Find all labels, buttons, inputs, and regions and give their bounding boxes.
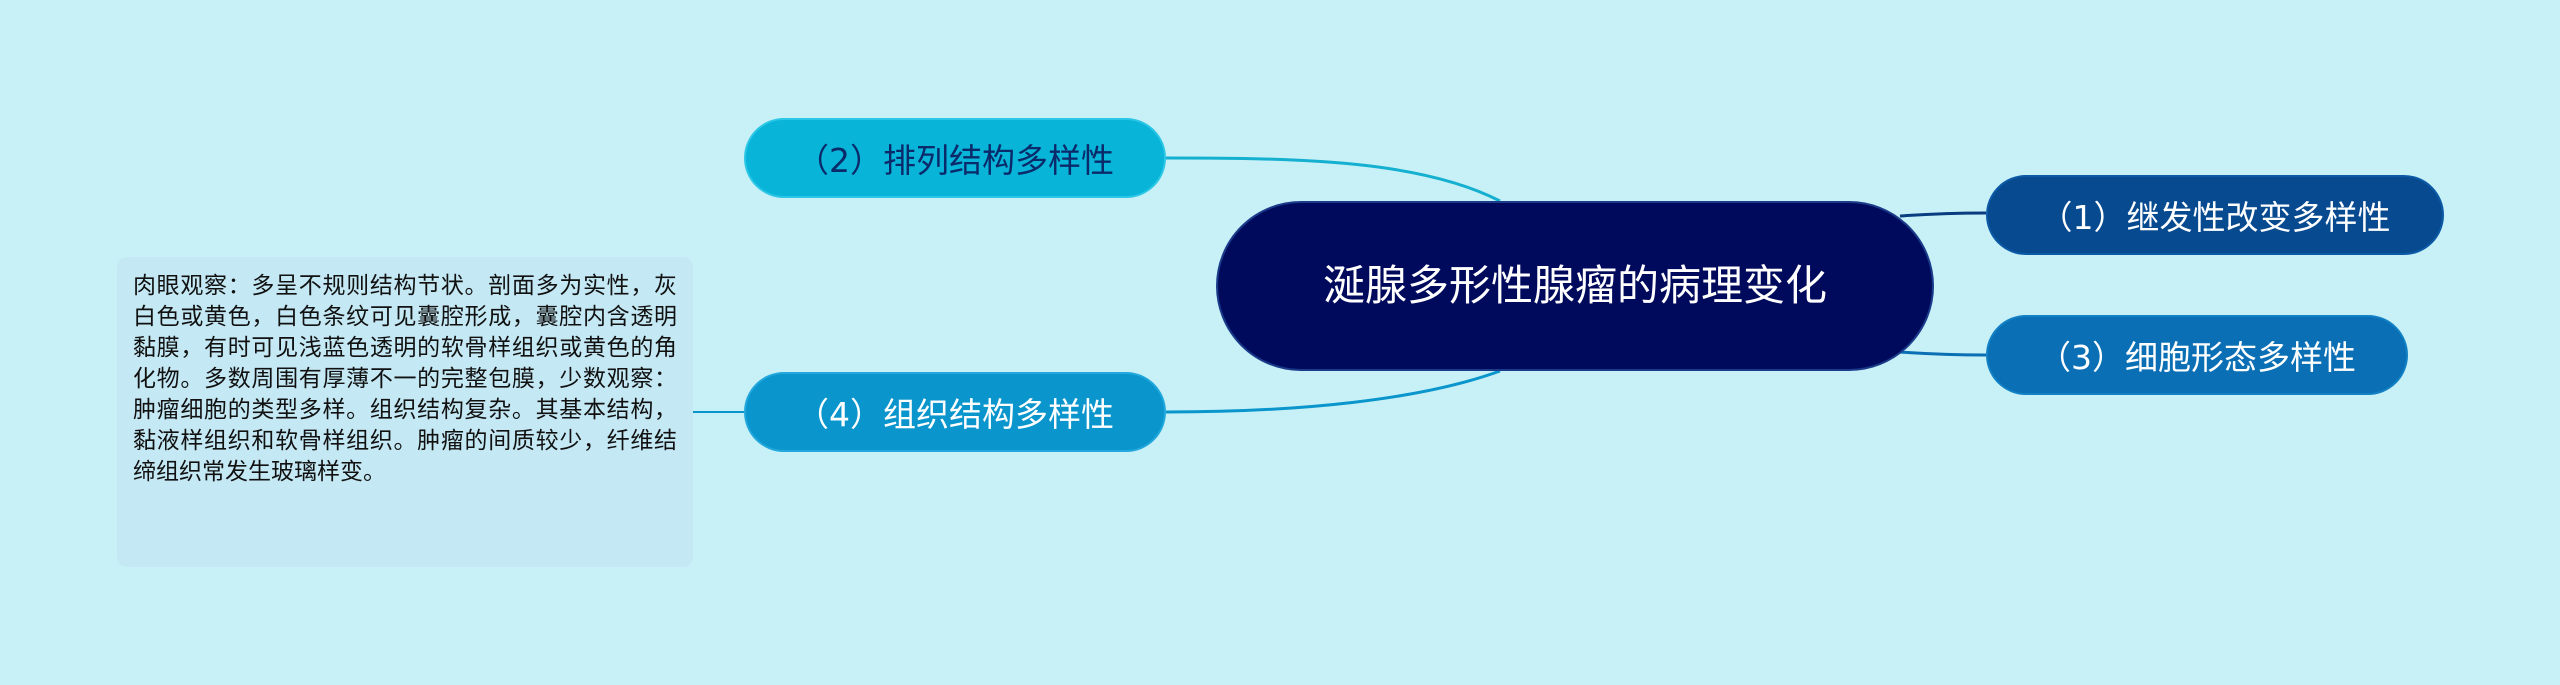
branch-tissue-structure[interactable]: （4）组织结构多样性 (744, 372, 1166, 452)
branch-label: （1）继发性改变多样性 (2039, 198, 2391, 237)
link-center-to-b2 (1165, 156, 1501, 203)
branch-arrangement-structure[interactable]: （2）排列结构多样性 (744, 118, 1166, 198)
branch-label: （3）细胞形态多样性 (2038, 338, 2356, 377)
link-center-to-b3 (1899, 350, 1987, 357)
center-topic[interactable]: 涎腺多形性腺瘤的病理变化 (1216, 201, 1934, 371)
leaf-description[interactable]: 肉眼观察：多呈不规则结构节状。剖面多为实性，灰白色或黄色，白色条纹可见囊腔形成，… (117, 257, 693, 567)
branch-secondary-changes[interactable]: （1）继发性改变多样性 (1986, 175, 2444, 255)
branch-label: （4）组织结构多样性 (796, 395, 1114, 434)
branch-label: （2）排列结构多样性 (796, 141, 1114, 180)
branch-cell-morphology[interactable]: （3）细胞形态多样性 (1986, 315, 2408, 395)
link-center-to-b1 (1899, 211, 1987, 218)
center-topic-label: 涎腺多形性腺瘤的病理变化 (1322, 261, 1827, 310)
link-center-to-b4 (1165, 369, 1501, 414)
leaf-text: 肉眼观察：多呈不规则结构节状。剖面多为实性，灰白色或黄色，白色条纹可见囊腔形成，… (133, 273, 677, 485)
